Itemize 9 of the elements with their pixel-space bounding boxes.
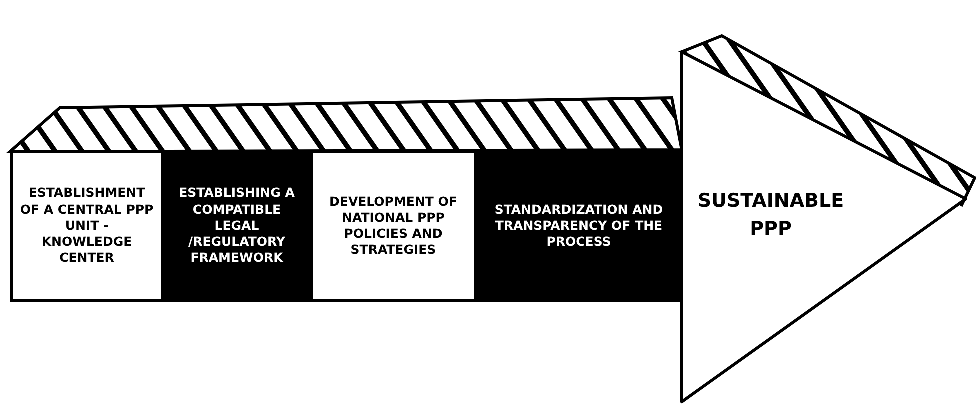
- step-text: ESTABLISHMENT OF A CENTRAL PPP UNIT - KNOWLEDGE CENTER: [19, 185, 155, 267]
- goal-text: SUSTAINABLE PPP: [696, 189, 846, 242]
- arrow-segment: [475, 150, 683, 302]
- step-text: STANDARDIZATION AND TRANSPARENCY OF THE PROCESS: [494, 202, 664, 250]
- arrow-segment: [162, 150, 312, 302]
- arrow-segment: [10, 150, 164, 302]
- arrow-segment: [310, 150, 477, 302]
- step-text: ESTABLISHING A COMPATIBLE LEGAL /REGULATORY FRAMEWORK: [178, 185, 296, 267]
- step-text: DEVELOPMENT OF NATIONAL PPP POLICIES AND STRATEGIES: [328, 194, 458, 258]
